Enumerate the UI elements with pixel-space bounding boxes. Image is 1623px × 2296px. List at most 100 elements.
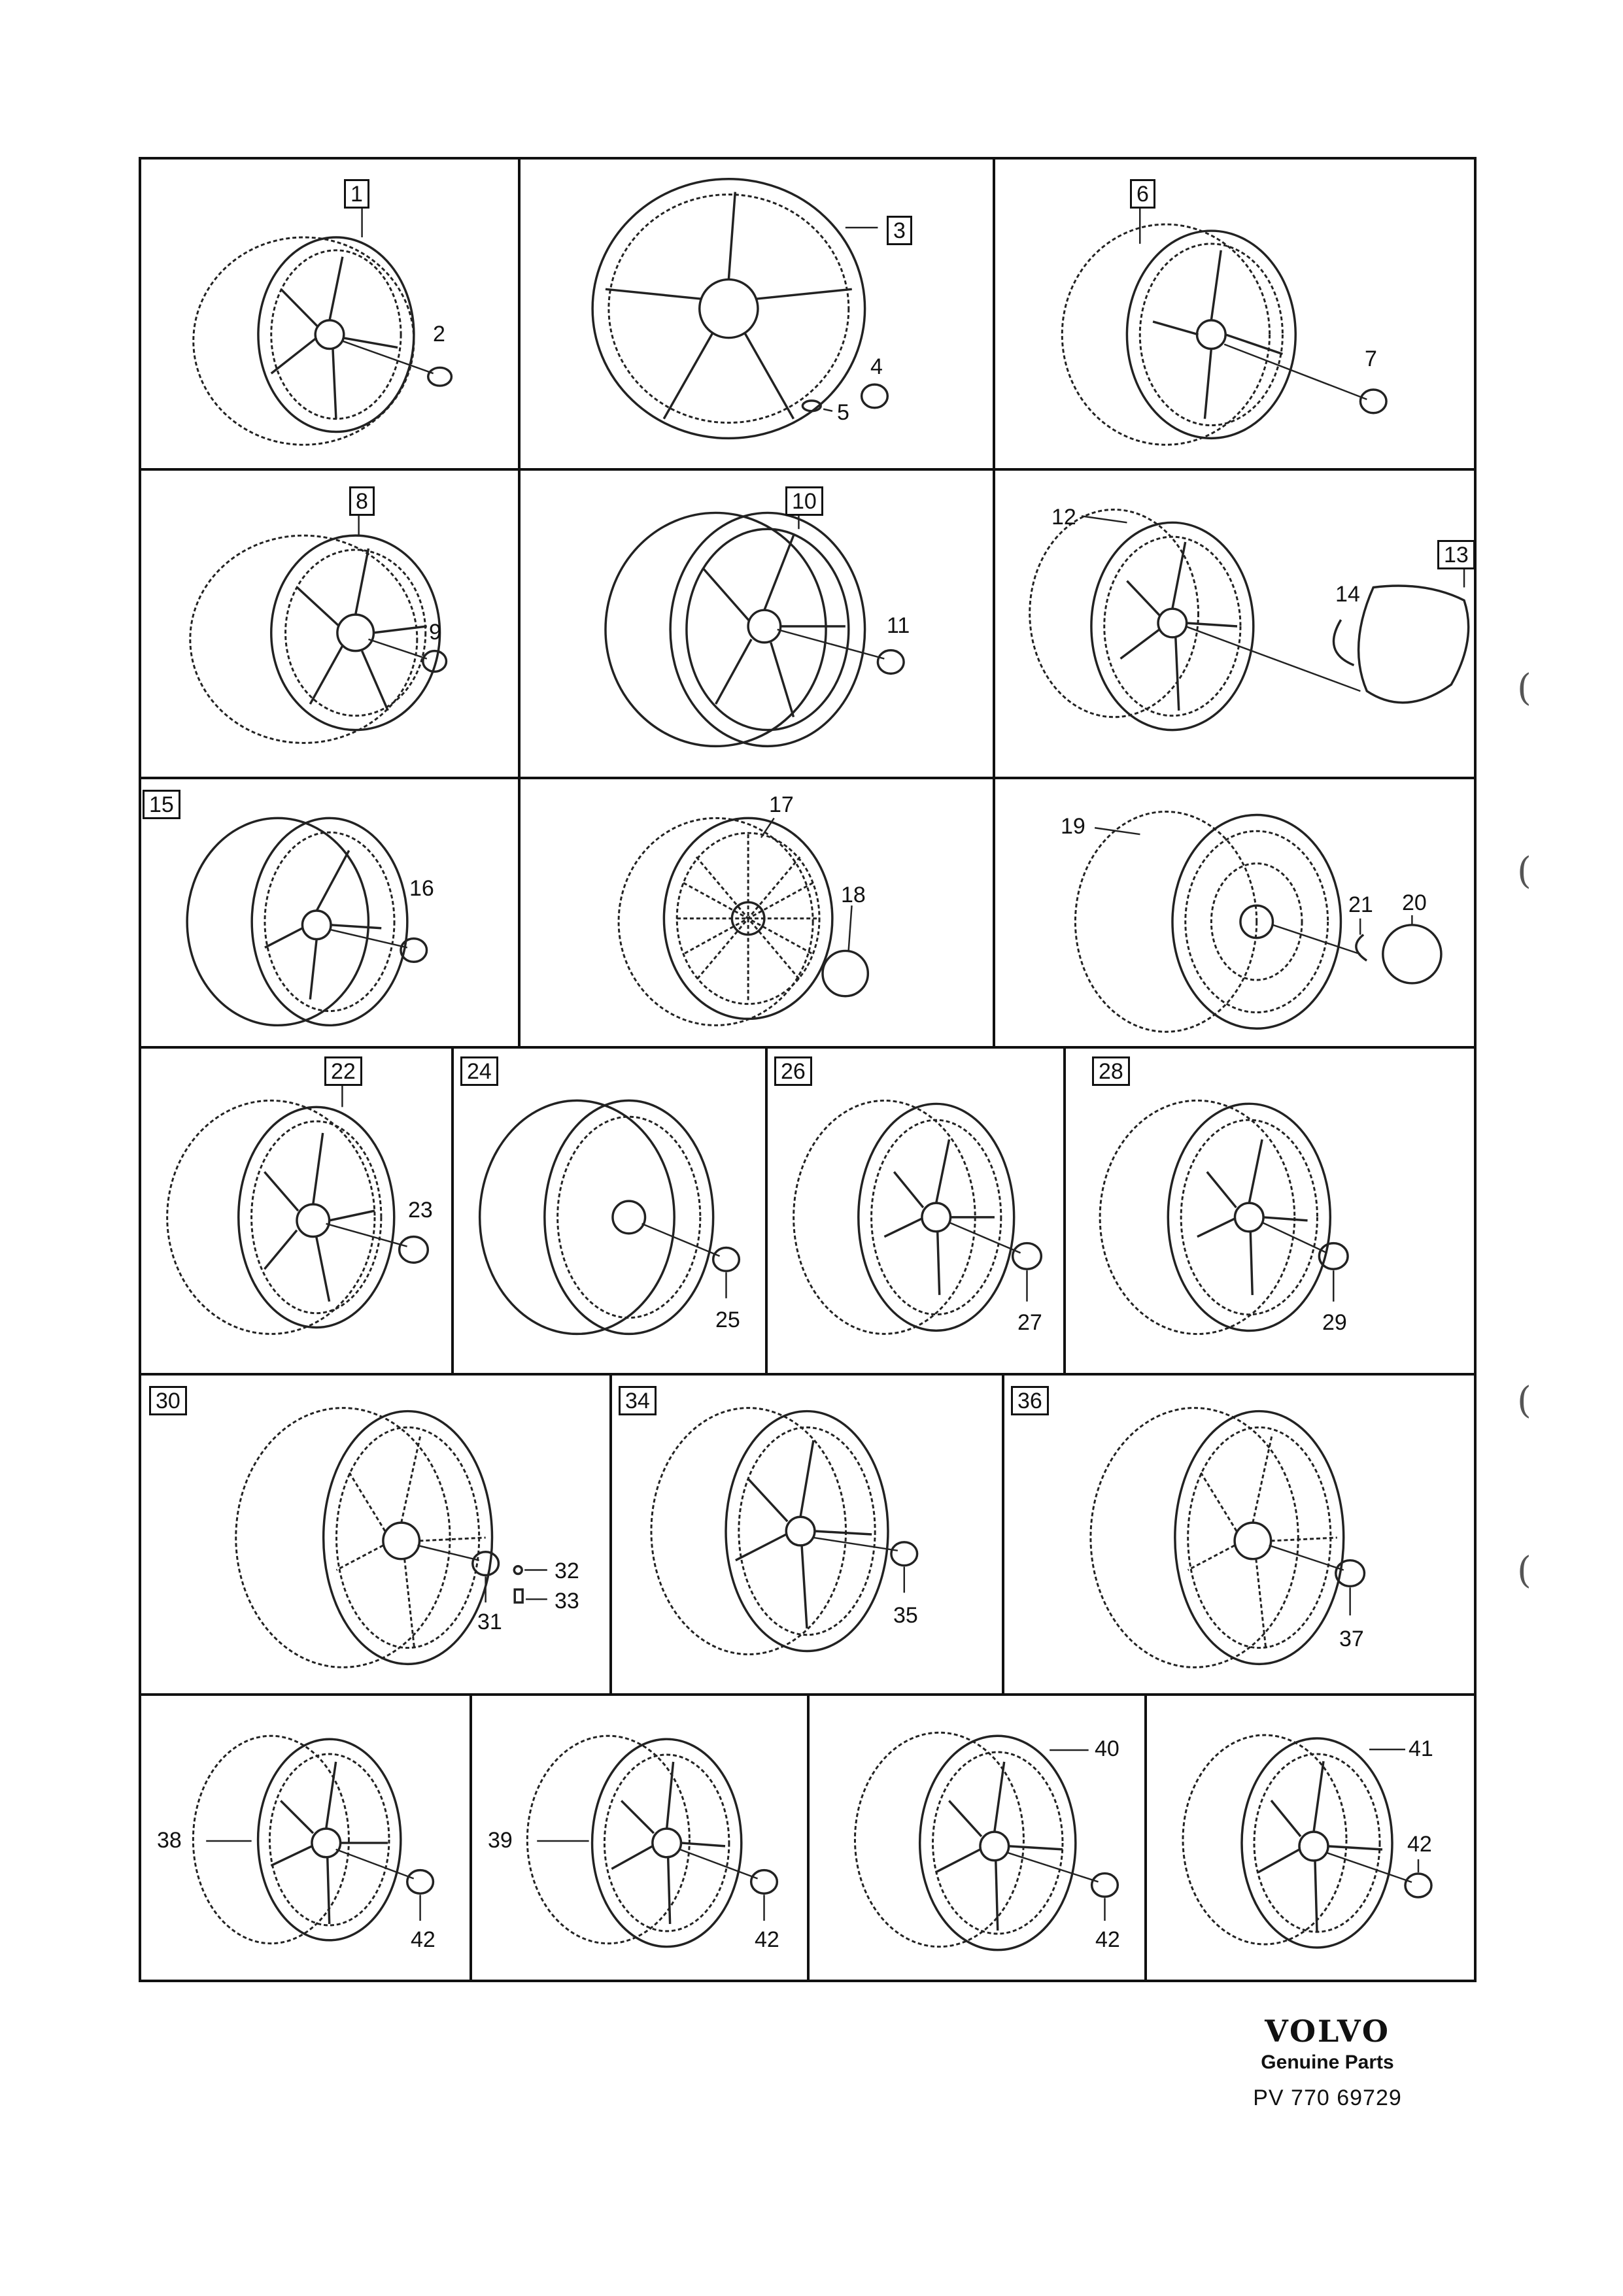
cell-wheel-17: 17 18 bbox=[521, 779, 995, 1046]
label-6: 6 bbox=[1130, 179, 1155, 209]
label-29: 29 bbox=[1322, 1310, 1347, 1335]
label-39: 39 bbox=[488, 1828, 513, 1853]
margin-mark-4: ( bbox=[1517, 1549, 1531, 1592]
label-35: 35 bbox=[893, 1603, 918, 1628]
label-42-a: 42 bbox=[411, 1927, 436, 1952]
label-42-b: 42 bbox=[755, 1927, 779, 1952]
label-31: 31 bbox=[477, 1610, 502, 1634]
cell-wheel-40: 40 42 bbox=[810, 1696, 1147, 1980]
label-23: 23 bbox=[408, 1198, 433, 1223]
label-11: 11 bbox=[887, 613, 910, 638]
cell-wheel-38: 38 42 bbox=[141, 1696, 472, 1980]
cell-wheel-34: 34 35 bbox=[612, 1376, 1004, 1693]
label-17: 17 bbox=[769, 792, 794, 817]
row-3: 15 16 17 18 bbox=[141, 779, 1474, 1049]
wheel-10-illustration bbox=[604, 509, 905, 748]
label-15: 15 bbox=[143, 790, 180, 819]
label-27: 27 bbox=[1017, 1310, 1042, 1335]
label-22: 22 bbox=[324, 1056, 362, 1086]
wheel-3-illustration bbox=[591, 178, 889, 440]
cell-wheel-15: 15 16 bbox=[141, 779, 521, 1046]
label-41: 41 bbox=[1409, 1736, 1433, 1761]
label-13: 13 bbox=[1437, 540, 1475, 569]
volvo-logo: VOLVO bbox=[1265, 2014, 1390, 2049]
label-38: 38 bbox=[157, 1828, 182, 1853]
label-42-c: 42 bbox=[1095, 1927, 1120, 1952]
label-28: 28 bbox=[1092, 1056, 1130, 1086]
wheel-30-illustration bbox=[235, 1407, 547, 1668]
margin-mark-3: ( bbox=[1517, 1379, 1531, 1422]
cell-wheel-3: 3 4 5 bbox=[521, 160, 995, 468]
cell-wheel-6: 6 7 bbox=[995, 160, 1479, 468]
wheel-6-illustration bbox=[1061, 201, 1388, 446]
wheel-34-illustration bbox=[650, 1407, 919, 1655]
wheel-8-illustration bbox=[189, 509, 448, 744]
wheel-41-illustration bbox=[1182, 1734, 1433, 1949]
label-18: 18 bbox=[841, 883, 866, 907]
parts-diagram-frame: 1 2 3 4 5 bbox=[139, 157, 1477, 1982]
wheel-22-illustration bbox=[166, 1081, 430, 1335]
label-2: 2 bbox=[433, 322, 445, 346]
wheel-39-illustration bbox=[526, 1734, 779, 1948]
row-4: 22 23 24 25 bbox=[141, 1049, 1474, 1376]
cell-wheel-24: 24 25 bbox=[454, 1049, 768, 1373]
part-reference: PV 770 69729 bbox=[1253, 2085, 1402, 2110]
label-25: 25 bbox=[715, 1308, 740, 1332]
label-12: 12 bbox=[1051, 505, 1076, 530]
margin-mark-2: ( bbox=[1517, 850, 1531, 892]
label-3: 3 bbox=[887, 216, 912, 245]
label-1: 1 bbox=[344, 179, 369, 209]
brand-subtitle: Genuine Parts bbox=[1261, 2051, 1394, 2073]
brand-block: VOLVO Genuine Parts PV 770 69729 bbox=[1229, 2014, 1426, 2111]
margin-mark-1: ( bbox=[1517, 667, 1531, 709]
label-5: 5 bbox=[837, 400, 849, 425]
wheel-36-illustration bbox=[1089, 1407, 1366, 1668]
row-6: 38 42 39 42 bbox=[141, 1696, 1474, 1980]
cell-wheel-28: 28 29 bbox=[1066, 1049, 1479, 1373]
wheel-15-illustration bbox=[186, 817, 428, 1027]
cell-wheel-22: 22 23 bbox=[141, 1049, 454, 1373]
cell-wheel-30: 30 32 33 31 bbox=[141, 1376, 612, 1693]
cell-wheel-8: 8 9 bbox=[141, 471, 521, 777]
label-32: 32 bbox=[555, 1559, 579, 1583]
cell-wheel-19: 19 21 20 bbox=[995, 779, 1479, 1046]
label-16: 16 bbox=[409, 876, 434, 901]
label-9: 9 bbox=[429, 620, 441, 645]
cell-wheel-12: 12 13 14 bbox=[995, 471, 1479, 777]
label-4: 4 bbox=[870, 354, 883, 379]
wheel-28-illustration bbox=[1099, 1099, 1349, 1335]
label-33: 33 bbox=[555, 1589, 579, 1613]
label-24: 24 bbox=[460, 1056, 498, 1086]
wheel-12-illustration bbox=[1029, 509, 1470, 732]
row-2: 8 9 10 11 bbox=[141, 471, 1475, 779]
cell-wheel-1: 1 2 bbox=[141, 160, 521, 468]
label-36: 36 bbox=[1011, 1386, 1049, 1415]
wheel-26-illustration bbox=[793, 1100, 1043, 1335]
label-21: 21 bbox=[1348, 892, 1373, 917]
label-10: 10 bbox=[785, 486, 823, 516]
label-19: 19 bbox=[1061, 814, 1085, 839]
cell-wheel-36: 36 37 bbox=[1004, 1376, 1479, 1693]
row-1: 1 2 3 4 5 bbox=[141, 160, 1474, 471]
cell-wheel-10: 10 11 bbox=[521, 471, 995, 777]
wheel-24-illustration bbox=[478, 1099, 741, 1336]
label-26: 26 bbox=[774, 1056, 812, 1086]
cell-wheel-39: 39 42 bbox=[472, 1696, 810, 1980]
wheel-17-illustration bbox=[617, 817, 870, 1026]
label-30: 30 bbox=[149, 1386, 187, 1415]
cell-wheel-41: 41 42 bbox=[1147, 1696, 1479, 1980]
label-20: 20 bbox=[1402, 890, 1427, 915]
label-8: 8 bbox=[349, 486, 375, 516]
label-42-d: 42 bbox=[1407, 1832, 1432, 1857]
wheel-38-illustration bbox=[192, 1734, 435, 1945]
label-37: 37 bbox=[1339, 1627, 1364, 1651]
wheel-40-illustration bbox=[853, 1731, 1119, 1951]
label-40: 40 bbox=[1095, 1736, 1119, 1761]
row-5: 30 32 33 31 34 35 bbox=[141, 1376, 1474, 1696]
label-7: 7 bbox=[1365, 346, 1377, 371]
label-14: 14 bbox=[1335, 582, 1360, 607]
wheel-19-illustration bbox=[1074, 811, 1443, 1033]
wheel-1-illustration bbox=[192, 205, 453, 446]
label-34: 34 bbox=[619, 1386, 657, 1415]
cell-wheel-26: 26 27 bbox=[768, 1049, 1066, 1373]
